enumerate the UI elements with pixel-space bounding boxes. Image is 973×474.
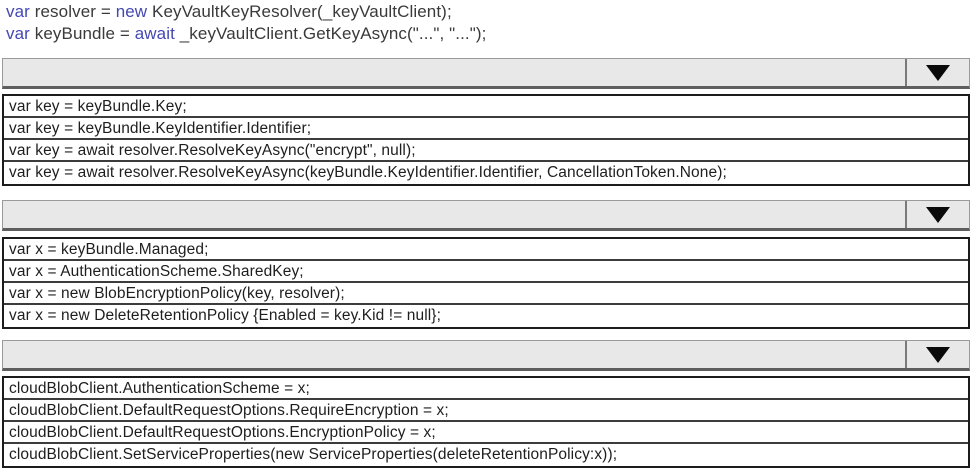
option-item[interactable]: var x = new BlobEncryptionPolicy(key, re… xyxy=(4,283,968,305)
dropdown-2[interactable] xyxy=(2,200,970,231)
option-item[interactable]: var key = keyBundle.Key; xyxy=(4,96,968,118)
code-text: KeyVaultKeyResolver(_keyVaultClient); xyxy=(147,2,452,21)
keyword-var: var xyxy=(6,23,30,43)
code-line-1: var resolver = new KeyVaultKeyResolver(_… xyxy=(6,1,486,23)
code-text: resolver = xyxy=(29,2,116,21)
code-text: _keyVaultClient.GetKeyAsync("...", "..."… xyxy=(174,23,487,43)
option-item[interactable]: var x = keyBundle.Managed; xyxy=(4,239,968,261)
option-item[interactable]: var x = new DeleteRetentionPolicy {Enabl… xyxy=(9,307,441,324)
code-header: var resolver = new KeyVaultKeyResolver(_… xyxy=(6,1,486,44)
dropdown-1[interactable] xyxy=(2,58,970,89)
chevron-down-icon xyxy=(926,64,950,81)
option-item[interactable]: var key = keyBundle.KeyIdentifier.Identi… xyxy=(4,118,968,140)
dropdown-3-arrow-button[interactable] xyxy=(905,341,969,368)
dropdown-3-selected-value[interactable] xyxy=(3,341,905,368)
code-line-2: var keyBundle = await _keyVaultClient.Ge… xyxy=(6,23,486,45)
option-item[interactable]: var x = AuthenticationScheme.SharedKey; xyxy=(4,261,968,283)
code-text: keyBundle = xyxy=(29,23,135,43)
options-list-3: cloudBlobClient.AuthenticationScheme = x… xyxy=(2,376,970,468)
dropdown-1-arrow-button[interactable] xyxy=(905,59,969,86)
option-item[interactable]: cloudBlobClient.AuthenticationScheme = x… xyxy=(4,378,968,400)
options-list-2: var x = keyBundle.Managed; var x = Authe… xyxy=(2,237,970,329)
keyword-await: await xyxy=(134,23,175,43)
chevron-down-icon xyxy=(926,206,950,223)
option-item[interactable]: cloudBlobClient.DefaultRequestOptions.Re… xyxy=(4,400,968,422)
option-item[interactable]: cloudBlobClient.SetServiceProperties(new… xyxy=(9,446,618,463)
dropdown-2-selected-value[interactable] xyxy=(3,201,905,228)
option-item[interactable]: var key = await resolver.ResolveKeyAsync… xyxy=(9,164,727,181)
chevron-down-icon xyxy=(926,346,950,363)
option-item[interactable]: cloudBlobClient.DefaultRequestOptions.En… xyxy=(4,422,968,444)
dropdown-3[interactable] xyxy=(2,340,970,371)
dropdown-1-selected-value[interactable] xyxy=(3,59,905,86)
options-list-1: var key = keyBundle.Key; var key = keyBu… xyxy=(2,94,970,186)
option-item[interactable]: var key = await resolver.ResolveKeyAsync… xyxy=(4,140,968,162)
keyword-new: new xyxy=(115,2,148,21)
dropdown-2-arrow-button[interactable] xyxy=(905,201,969,228)
keyword-var: var xyxy=(6,2,30,21)
